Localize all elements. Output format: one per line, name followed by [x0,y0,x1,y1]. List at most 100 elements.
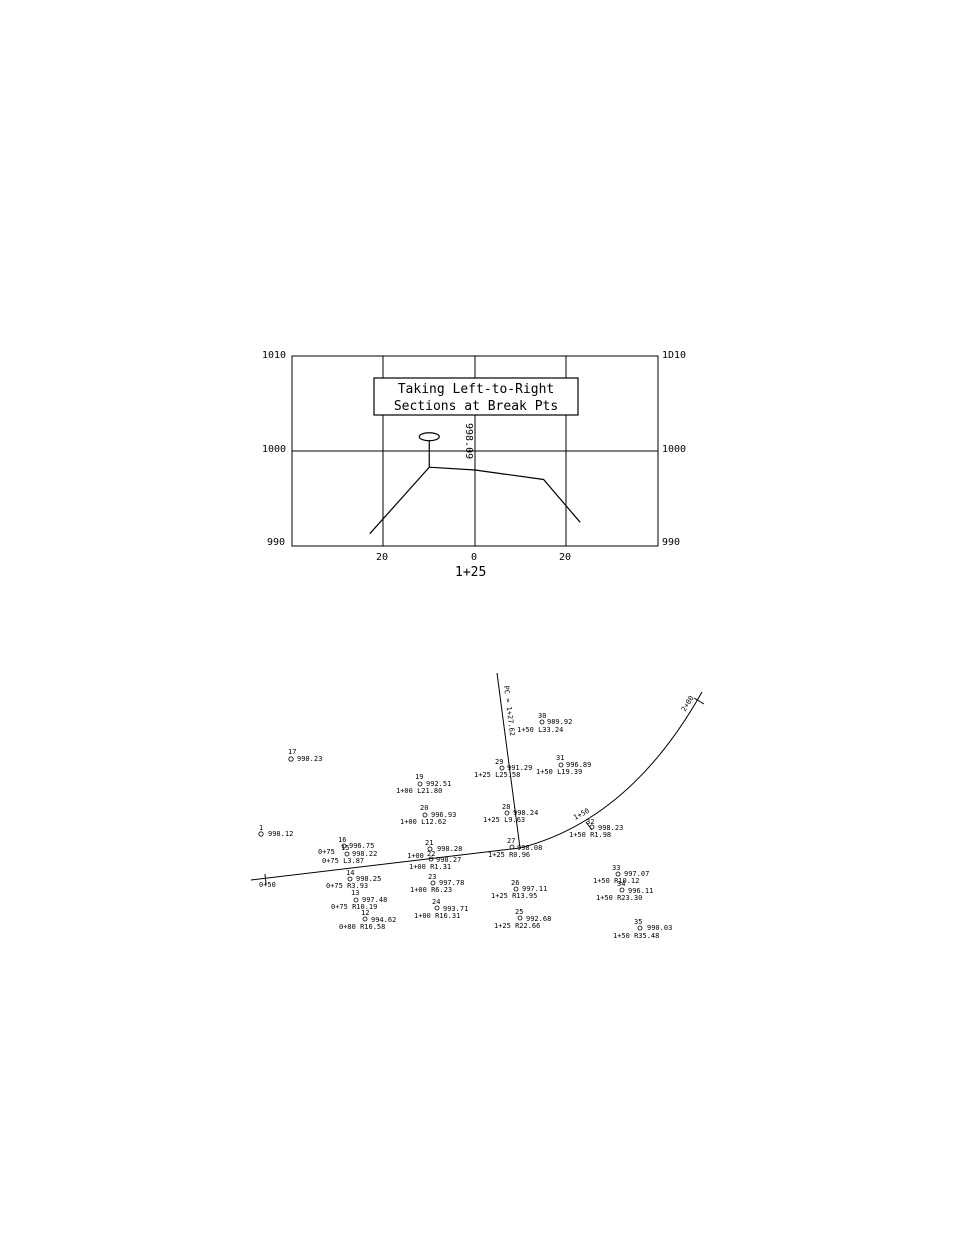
point-number: 15 [341,844,349,852]
x-label-0: 0 [471,552,477,563]
point-elevation: 997.48 [362,896,387,904]
point-offset: 1+00 R16.31 [414,912,460,920]
survey-point-icon [427,846,433,852]
point-offset: 0+75 R3.93 [326,882,368,890]
point-offset: 0+75 R10.19 [331,903,377,911]
survey-point-16: 16 996.75 0+75 [318,836,374,856]
point-number: 17 [288,748,296,756]
point-number: 14 [346,869,354,877]
point-elevation: 996.11 [628,887,653,895]
point-elevation: 997.07 [624,870,649,878]
survey-point-icon [434,905,440,911]
point-elevation: 998.23 [598,824,623,832]
point-number: 16 [338,836,346,844]
centerline-elevation-label: 998.09 [463,423,474,459]
survey-point-icon [430,880,436,886]
point-elevation: 992.51 [426,780,451,788]
survey-point-22: 22 998.27 1+00 R1.31 [409,850,461,871]
point-number: 22 [427,850,435,858]
point-number: 34 [617,880,625,888]
survey-point-icon [499,765,505,771]
point-elevation: 992.68 [526,915,551,923]
y-label-left-1010: 1010 [262,350,286,361]
point-number: 35 [634,918,642,926]
survey-point-icon [619,887,625,893]
point-offset: 1+25 L25.58 [474,771,520,779]
x-label-right-20: 20 [559,552,571,563]
cross-section-figure: 1010 1000 990 1D10 1000 990 20 0 20 1+25… [262,350,686,580]
survey-point-23: 23 997.78 1+00 R6.23 [410,873,464,894]
survey-point-icon [258,831,264,837]
survey-point-icon [422,812,428,818]
survey-point-12: 12 994.62 0+80 R16.58 [339,909,396,931]
point-elevation: 998.24 [513,809,538,817]
survey-point-34: 34 996.11 1+50 R23.30 [596,880,653,902]
survey-point-icon [353,897,359,903]
point-offset: 1+50 R35.48 [613,932,659,940]
point-offset: 1+50 R1.98 [569,831,611,839]
survey-point-icon [539,719,545,725]
point-offset: 1+50 L19.39 [536,768,582,776]
point-offset: 1+50 R23.30 [596,894,642,902]
survey-point-32: 32 998.23 1+50 R1.98 [569,818,623,839]
point-elevation: 998.28 [437,845,462,853]
point-number: 25 [515,908,523,916]
point-offset: 1+50 L33.24 [517,726,563,734]
point-offset: 0+75 L3.87 [322,857,364,865]
survey-point-33: 33 997.07 1+50 R10.12 [593,864,649,885]
point-number: 12 [361,909,369,917]
survey-point-icon [558,762,564,768]
point-offset: 0+75 [318,848,335,856]
point-elevation: 998.23 [297,755,322,763]
point-elevation: 997.78 [439,879,464,887]
point-offset: 1+25 L9.63 [483,816,525,824]
y-label-right-1010: 1D10 [662,350,686,361]
y-label-right-1000: 1000 [662,444,686,455]
point-offset: 1+00 R6.23 [410,886,452,894]
station-label: 1+25 [455,565,486,580]
point-elevation: 998.22 [352,850,377,858]
survey-point-icon [362,916,368,922]
point-number: 30 [538,712,546,720]
point-offset: 1+00 L21.80 [396,787,442,795]
point-number: 31 [556,754,564,762]
survey-point-17: 17 998.23 [288,748,322,763]
point-offset: 1+00 R1.31 [409,863,451,871]
point-elevation: 997.11 [522,885,547,893]
point-number: 32 [586,818,594,826]
banner-line-1: Taking Left-to-Right [398,382,555,397]
survey-point-icon [504,810,510,816]
point-elevation: 993.71 [443,905,468,913]
point-offset: 1+00 L12.62 [400,818,446,826]
survey-point-icon [341,843,347,849]
pc-station-line [496,672,521,849]
point-elevation: 996.75 [349,842,374,850]
point-elevation: 996.93 [431,811,456,819]
banner-line-2: Sections at Break Pts [394,399,558,414]
point-offset: 1+00 [407,852,424,860]
point-elevation: 998.25 [356,875,381,883]
alignment-label-0-50: 0+50 [259,881,276,889]
ground-profile-line [369,466,581,535]
point-number: 20 [420,804,428,812]
survey-point-1: 1 998.12 [258,824,293,838]
survey-point-icon [517,915,523,921]
point-number: 24 [432,898,440,906]
y-label-left-1000: 1000 [262,444,286,455]
point-number: 13 [351,889,359,897]
survey-point-30: 30 989.92 1+50 L33.24 [517,712,572,734]
point-elevation: 996.89 [566,761,591,769]
survey-point-icon [513,886,519,892]
survey-point-20: 20 996.93 1+00 L12.62 [400,804,456,826]
y-label-left-990: 990 [267,537,285,548]
survey-point-28: 28 998.24 1+25 L9.63 [483,803,538,824]
survey-point-icon [288,756,294,762]
point-number: 33 [612,864,620,872]
tick-2-00 [693,697,705,705]
point-number: 19 [415,773,423,781]
point-offset: 1+25 R0.96 [488,851,530,859]
point-offset: 1+25 R13.95 [491,892,537,900]
survey-rod-marker-icon [418,432,440,442]
survey-point-icon [344,851,350,857]
